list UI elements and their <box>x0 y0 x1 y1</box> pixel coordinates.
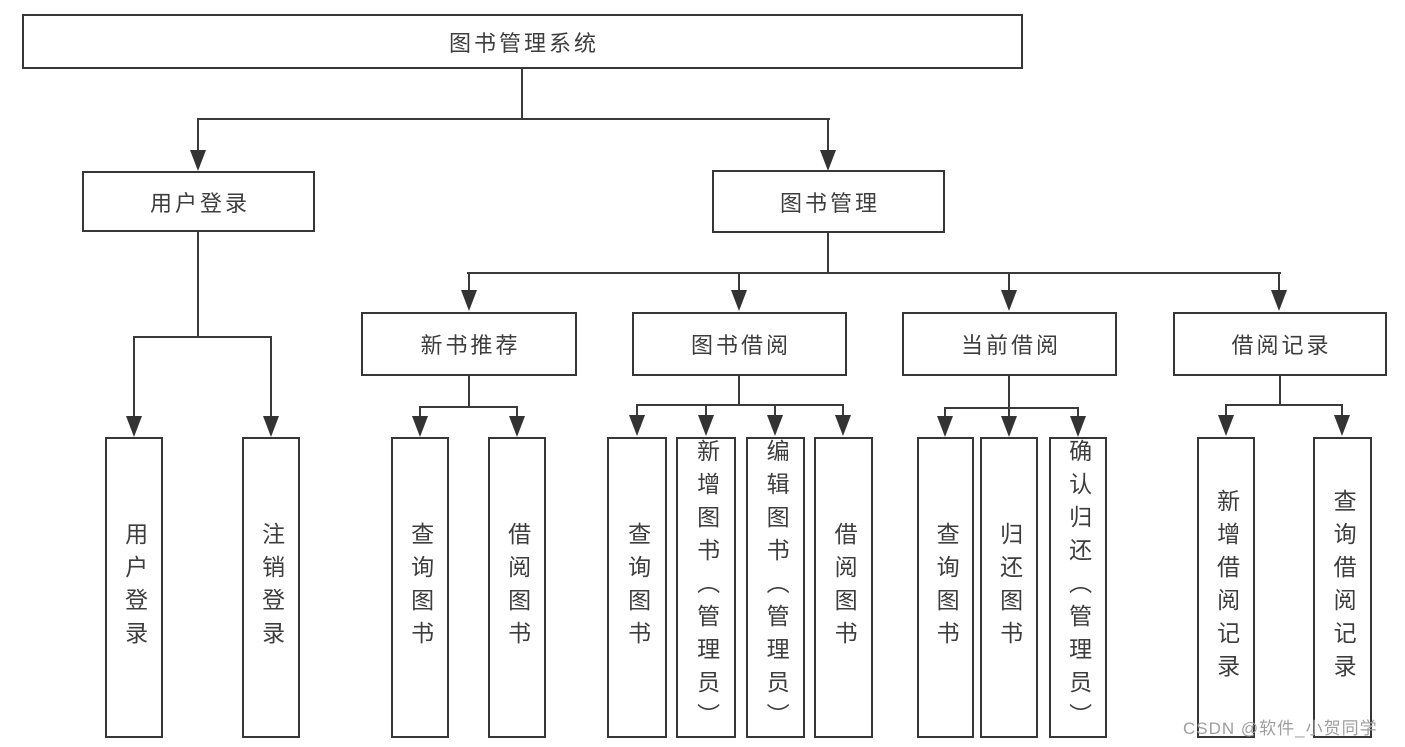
connector-borrow-bar <box>636 404 844 406</box>
node-label: 用户登录 <box>149 190 250 216</box>
connector-to-current-confirm <box>1077 409 1079 417</box>
connector-to-recommend-query <box>419 408 421 417</box>
leaf-current-query-books: 查询图书 <box>917 437 974 738</box>
connector-to-leaf-user-login <box>133 336 135 417</box>
leaf-label: 查询图书 <box>933 521 960 654</box>
leaf-current-return-books: 归还图书 <box>980 437 1038 738</box>
connector-login-bar <box>133 336 272 338</box>
arrowhead-leaf-logout <box>263 416 279 437</box>
connector-to-recommend-borrow <box>516 408 518 417</box>
arrowhead-current-borrowing <box>1001 290 1017 311</box>
connector-to-borrow-edit <box>774 406 776 415</box>
connector-records-bar <box>1225 404 1343 406</box>
leaf-label: 新增借阅记录 <box>1213 488 1240 687</box>
connector-to-borrow-add <box>705 406 707 415</box>
arrowhead-borrow-edit <box>767 415 783 436</box>
leaf-borrow-add-books-admin: 新增图书（管理员） <box>676 437 736 738</box>
node-book-management: 图书管理 <box>712 170 945 233</box>
connector-to-borrow-query <box>636 406 638 415</box>
connector-borrow-stem <box>738 376 740 405</box>
connector-root-stem <box>521 69 523 118</box>
leaf-current-confirm-return-admin: 确认归还（管理员） <box>1049 437 1107 738</box>
connector-to-current-return <box>1008 409 1010 417</box>
leaf-recommend-borrow-books: 借阅图书 <box>488 437 546 738</box>
arrowhead-records-add <box>1218 415 1234 436</box>
arrowhead-borrowing-records <box>1271 290 1287 311</box>
node-label: 图书管理 <box>779 190 880 216</box>
node-label: 新书推荐 <box>420 333 521 358</box>
leaf-label: 新增图书（管理员） <box>693 439 720 736</box>
leaf-label: 查询借阅记录 <box>1330 488 1357 687</box>
leaf-label: 查询图书 <box>624 521 651 654</box>
arrowhead-borrow-borrow <box>835 415 851 436</box>
arrowhead-user-login <box>190 150 206 171</box>
arrowhead-current-confirm <box>1070 416 1086 437</box>
arrowhead-current-return <box>1001 416 1017 437</box>
connector-login-stem <box>197 232 199 336</box>
arrowhead-borrow-query <box>629 415 645 436</box>
leaf-label: 注销登录 <box>258 521 285 654</box>
connector-to-book-management <box>827 118 829 152</box>
node-borrowing-records: 借阅记录 <box>1173 312 1387 376</box>
leaf-label: 归还图书 <box>996 521 1023 654</box>
leaf-label: 借阅图书 <box>504 521 531 654</box>
connector-to-current-query <box>944 409 946 417</box>
connector-records-stem <box>1279 376 1281 405</box>
node-new-book-recommendation: 新书推荐 <box>361 312 577 376</box>
connector-to-user-login <box>197 118 199 152</box>
connector-to-leaf-logout <box>270 336 272 417</box>
watermark: CSDN @软件_小贺同学 <box>1183 719 1378 738</box>
node-user-login: 用户登录 <box>82 171 315 232</box>
arrowhead-recommend-query <box>412 416 428 437</box>
leaf-records-query-record: 查询借阅记录 <box>1313 437 1372 738</box>
leaf-borrow-query-books: 查询图书 <box>607 437 667 738</box>
leaf-label: 用户登录 <box>121 521 148 654</box>
leaf-label: 借阅图书 <box>831 521 858 654</box>
connector-to-current-borrowing <box>1008 274 1010 292</box>
connector-to-records-add <box>1225 406 1227 415</box>
node-label: 借阅记录 <box>1231 333 1332 358</box>
node-label: 图书管理系统 <box>448 30 599 56</box>
leaf-recommend-query-books: 查询图书 <box>391 437 449 738</box>
arrowhead-new-book-recommendation <box>461 290 477 311</box>
connector-recommend-stem <box>468 376 470 407</box>
leaf-label: 编辑图书（管理员） <box>763 439 790 736</box>
leaf-logout: 注销登录 <box>242 437 300 738</box>
leaf-borrow-edit-books-admin: 编辑图书（管理员） <box>746 437 805 738</box>
leaf-records-add-record: 新增借阅记录 <box>1197 437 1255 738</box>
connector-recommend-bar <box>419 406 518 408</box>
leaf-label: 查询图书 <box>407 521 434 654</box>
arrowhead-borrow-add <box>698 415 714 436</box>
leaf-user-login: 用户登录 <box>105 437 163 738</box>
connector-manage-stem <box>827 233 829 273</box>
node-book-borrowing: 图书借阅 <box>632 312 847 376</box>
arrowhead-book-borrowing <box>731 290 747 311</box>
node-library-management-system: 图书管理系统 <box>22 14 1023 69</box>
connector-to-records-query <box>1341 406 1343 415</box>
arrowhead-current-query <box>937 416 953 437</box>
arrowhead-records-query <box>1334 415 1350 436</box>
arrowhead-leaf-user-login <box>126 416 142 437</box>
leaf-borrow-borrow-books: 借阅图书 <box>814 437 873 738</box>
connector-to-borrowing-records <box>1278 274 1280 292</box>
node-label: 图书借阅 <box>690 333 791 358</box>
node-current-borrowing: 当前借阅 <box>902 312 1117 376</box>
connector-to-new-book-recommendation <box>468 274 470 292</box>
connector-current-stem <box>1008 376 1010 408</box>
node-label: 当前借阅 <box>960 333 1061 358</box>
connector-to-borrow-borrow <box>842 406 844 415</box>
connector-current-bar <box>944 407 1079 409</box>
leaf-label: 确认归还（管理员） <box>1065 439 1092 736</box>
connector-level3-bar <box>467 272 1281 274</box>
arrowhead-recommend-borrow <box>509 416 525 437</box>
connector-to-book-borrowing <box>738 274 740 292</box>
arrowhead-book-management <box>820 150 836 171</box>
connector-level2-bar <box>197 118 830 120</box>
